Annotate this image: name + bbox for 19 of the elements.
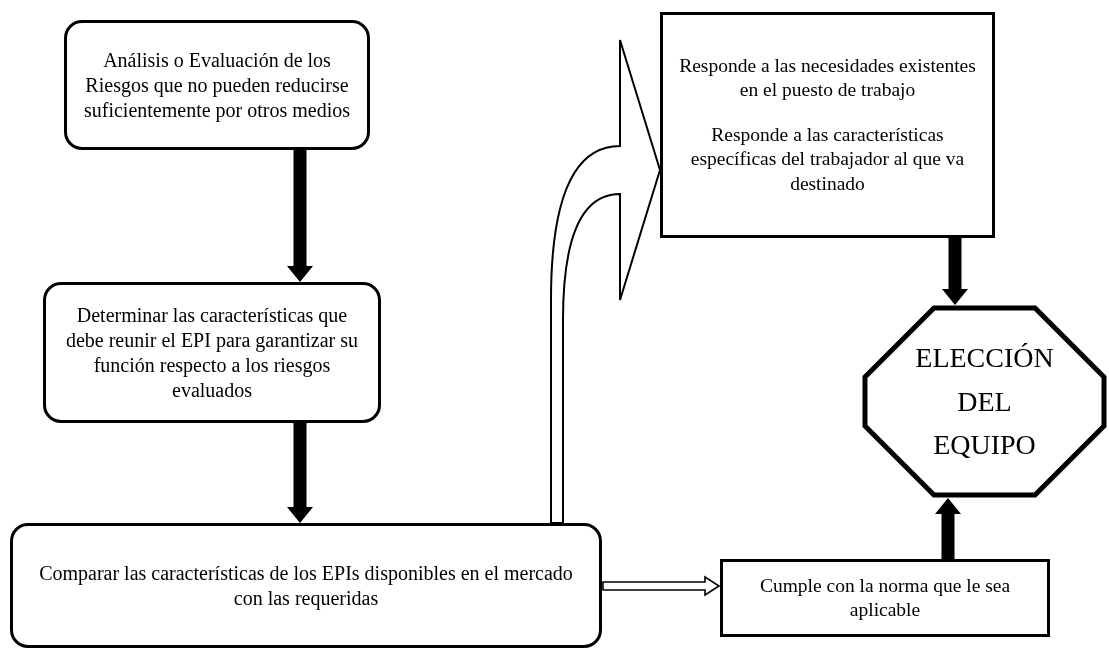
box-text: Comparar las características de los EPIs disponibles en el mercado con las requeridas	[38, 560, 574, 611]
process-box	[660, 12, 995, 238]
box-text: Responde a las necesidades existentes en el puesto de trabajo	[678, 54, 977, 103]
block-arrow	[942, 238, 968, 305]
box-text: Responde a las características específicas del trabajador al que va destinado	[689, 122, 966, 196]
box-text: Análisis o Evaluación de los Riesgos que no pueden reducirse suficientemente por otros medios	[82, 47, 351, 123]
box-text: Cumple con la norma que le sea aplicable	[758, 573, 1012, 622]
process-box	[64, 20, 370, 150]
block-arrow	[287, 150, 313, 282]
hollow-arrow	[602, 575, 721, 597]
box-text: Determinar las características que debe reunir el EPI para garantizar su función respecto a los riesgos evaluados	[64, 302, 360, 403]
process-box	[720, 559, 1050, 637]
block-arrow	[935, 498, 961, 559]
process-box	[43, 282, 381, 423]
block-arrow	[287, 423, 313, 523]
curved-hollow-arrow	[550, 39, 661, 524]
process-box	[10, 523, 602, 648]
decision-label: ELECCIÓN DEL EQUIPO	[915, 341, 1054, 463]
octagon-box	[862, 305, 1107, 498]
